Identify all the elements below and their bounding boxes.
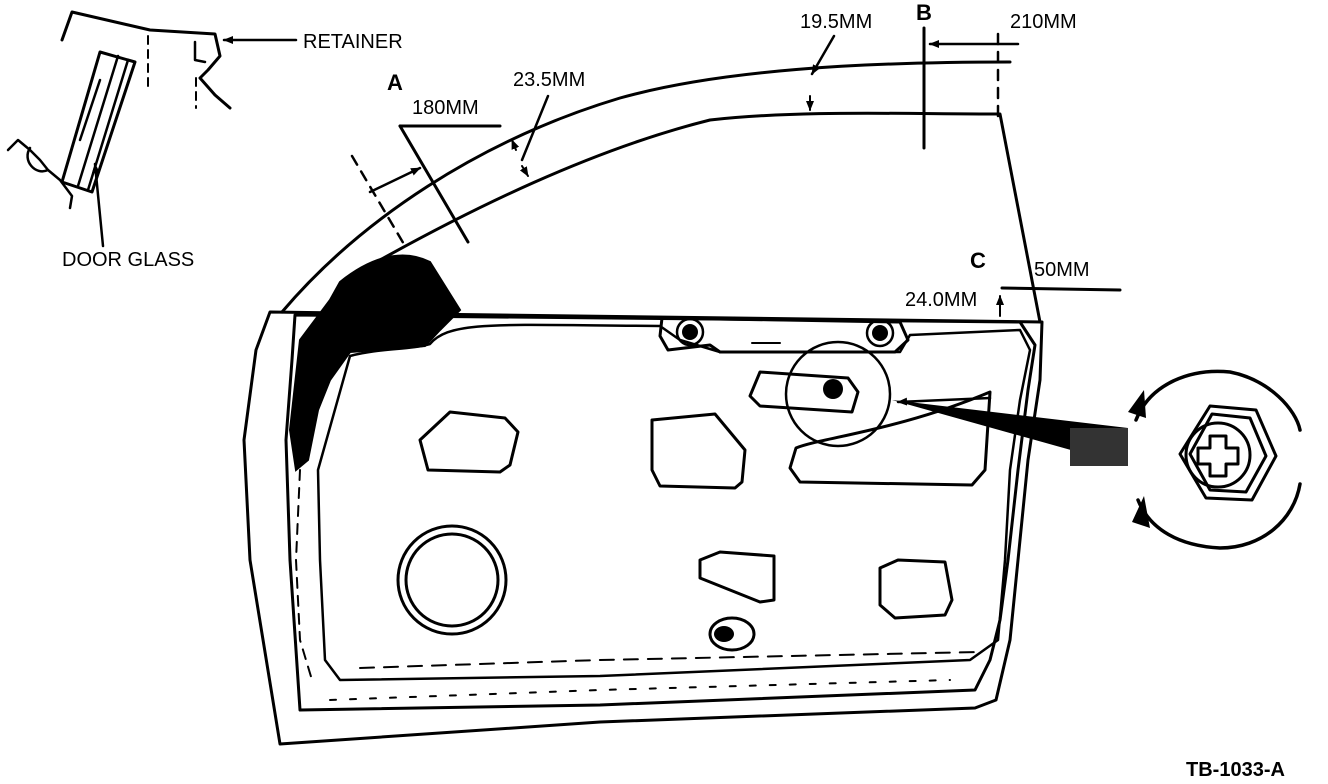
lower-fastener-hole: [714, 626, 734, 642]
dim-19-5mm-label: 19.5MM: [800, 11, 872, 33]
latch-plate: [658, 316, 910, 354]
magnifier-beam: [892, 400, 1128, 466]
latch-bolt-right: [872, 325, 888, 341]
phillips-recess-icon: [1196, 434, 1240, 478]
door-glass-leader-arrow: [91, 162, 105, 248]
magnifier-beam-shading: [1070, 428, 1128, 466]
point-b-label: B: [916, 0, 932, 25]
door-assembly: [242, 60, 1044, 746]
glass-outer-edge: [280, 60, 1012, 314]
front-seal-black-fill: [288, 254, 462, 472]
dimension-a: A 180MM 23.5MM: [350, 69, 585, 248]
inner-trim-boundary: [316, 323, 1032, 682]
dimension-c: C 50MM 24.0MM: [905, 248, 1122, 317]
adjust-detail-circle: [784, 340, 892, 448]
rotation-arrow-bottom-head: [1132, 496, 1150, 528]
glass-inner-edge: [378, 111, 1042, 324]
latch-bolt-left-ring: [675, 317, 705, 347]
bolt-hex-head-inner: [1188, 412, 1268, 494]
latch-bolt-right-ring: [865, 318, 895, 348]
latch-bolt-left: [682, 324, 698, 340]
inset-seal-outline: [6, 138, 74, 210]
adjust-bracket-bolt: [823, 379, 843, 399]
dim-210mm-label: 210MM: [1010, 11, 1077, 33]
inset-roof-outline: [60, 10, 232, 110]
inset-glass-hatch-1: [76, 54, 120, 188]
lower-dotted-trim: [329, 679, 951, 701]
adjust-bracket: [748, 370, 860, 414]
cutout-upper-middle: [650, 412, 747, 490]
dim-23-5mm-leader: [520, 94, 550, 162]
dim-23-5mm-arrow-up: [511, 139, 520, 151]
dim-50mm-baseline: [1000, 286, 1122, 292]
inset-retainer-lip: [193, 40, 207, 64]
cutout-lower-right: [878, 558, 954, 620]
dimension-b: B 19.5MM 210MM: [800, 0, 1077, 150]
door-inner-panel: [284, 313, 1037, 712]
dim-180mm-label: 180MM: [412, 97, 479, 119]
lower-dashed-trim: [359, 651, 981, 669]
lower-fastener-boss: [708, 616, 756, 652]
inset-glass-hatch-3: [78, 78, 102, 142]
dim-23-5mm-arrow-down: [519, 165, 529, 177]
point-c-label: C: [970, 248, 986, 273]
door-glass-label: DOOR GLASS: [62, 249, 194, 271]
bolt-detail-callout: [892, 369, 1302, 550]
dim-24mm-label: 24.0MM: [905, 289, 977, 311]
inset-seal-curl: [26, 146, 50, 173]
inset-glass-hatch-2: [86, 58, 130, 192]
speaker-opening-inner: [404, 532, 500, 628]
retainer-label: RETAINER: [303, 31, 403, 53]
dim-23-5mm-label: 23.5MM: [513, 69, 585, 91]
figure-id: TB-1033-A: [1186, 759, 1285, 781]
cutout-lower-middle: [698, 550, 776, 604]
inset-glass-pane: [60, 50, 137, 194]
door-glass-callout: DOOR GLASS: [62, 162, 194, 271]
dim-a-section-line: [398, 124, 470, 244]
dim-50mm-label: 50MM: [1034, 259, 1090, 281]
bolt-hex-head-outer: [1178, 404, 1278, 502]
retainer-callout: RETAINER: [222, 31, 403, 53]
magnifier-pointer: [896, 396, 992, 406]
cross-section-inset: [6, 10, 232, 210]
door-outer-shell: [242, 310, 1044, 746]
panel-cutouts: [396, 316, 992, 652]
front-edge-dashes: [295, 469, 313, 681]
speaker-opening-outer: [396, 524, 508, 636]
dim-a-dashed-ref: [350, 154, 407, 248]
rotation-arrow-top-head: [1128, 390, 1146, 418]
bolt-washer: [1184, 421, 1252, 489]
point-a-label: A: [387, 70, 403, 95]
cutout-upper-right: [788, 390, 992, 487]
rotation-arc-top: [1134, 369, 1302, 432]
rotation-arc-bottom: [1136, 482, 1302, 550]
cutout-upper-left: [418, 410, 520, 474]
dim-a-arrow: [368, 166, 422, 194]
dim-19-5mm-leader: [810, 34, 836, 76]
